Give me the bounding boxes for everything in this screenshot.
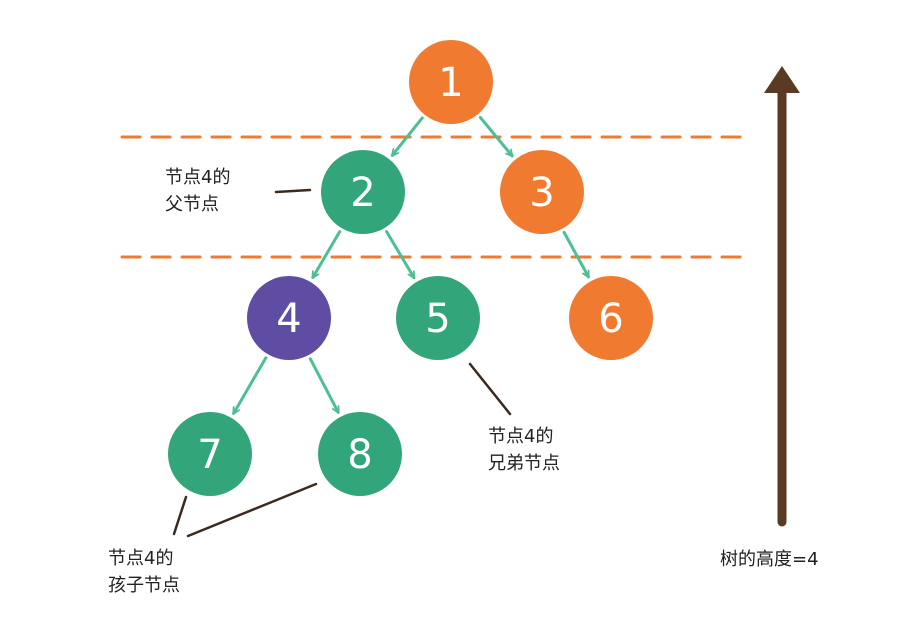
children-leader-line — [172, 495, 188, 536]
tree-node-3: 3 — [500, 150, 584, 234]
node-label: 7 — [197, 432, 222, 478]
tree-node-2: 2 — [321, 150, 405, 234]
children-annotation-line2: 孩子节点 — [108, 575, 180, 596]
tree-node-6: 6 — [569, 276, 653, 360]
edge-4-to-7 — [232, 356, 268, 414]
edge-2-to-4 — [311, 230, 342, 278]
node-circle — [318, 412, 402, 496]
parent-annotation-line1: 节点4的 — [165, 167, 231, 188]
tree-node-4: 4 — [247, 276, 331, 360]
node-circle — [247, 276, 331, 360]
tree-height-arrow — [764, 66, 800, 527]
node-label: 6 — [598, 296, 623, 342]
parent-leader-line — [274, 188, 312, 194]
node-label: 8 — [347, 432, 372, 478]
children-annotation: 节点4的 孩子节点 — [108, 545, 180, 599]
parent-annotation: 节点4的 父节点 — [165, 164, 230, 218]
tree-node-8: 8 — [318, 412, 402, 496]
sibling-annotation-line2: 兄弟节点 — [488, 453, 560, 474]
edge-1-to-3 — [478, 115, 514, 158]
edge-4-to-8 — [308, 357, 340, 413]
node-circle — [168, 412, 252, 496]
tree-node-7: 7 — [168, 412, 252, 496]
sibling-leader-line — [468, 362, 512, 416]
children-leader-line — [186, 482, 318, 538]
node-circle — [409, 40, 493, 124]
node-label: 5 — [425, 296, 450, 342]
tree-node-5: 5 — [396, 276, 480, 360]
node-circle — [500, 150, 584, 234]
node-circle — [396, 276, 480, 360]
children-annotation-line1: 节点4的 — [108, 548, 174, 569]
tree-nodes: 1 2 3 4 5 6 7 8 — [168, 40, 653, 496]
node-circle — [569, 276, 653, 360]
node-label: 3 — [529, 170, 554, 216]
node-label: 4 — [276, 296, 301, 342]
tree-height-label: 树的高度=4 — [720, 549, 819, 570]
edge-2-to-5 — [385, 230, 416, 278]
parent-annotation-line2: 父节点 — [165, 194, 219, 215]
edge-3-to-6 — [562, 230, 590, 276]
node-circle — [321, 150, 405, 234]
sibling-annotation: 节点4的 兄弟节点 — [488, 423, 560, 477]
edge-1-to-2 — [390, 116, 424, 155]
node-label: 1 — [438, 60, 463, 106]
tree-edges — [232, 115, 590, 414]
node-label: 2 — [350, 170, 375, 216]
tree-node-1: 1 — [409, 40, 493, 124]
sibling-annotation-line1: 节点4的 — [488, 426, 554, 447]
